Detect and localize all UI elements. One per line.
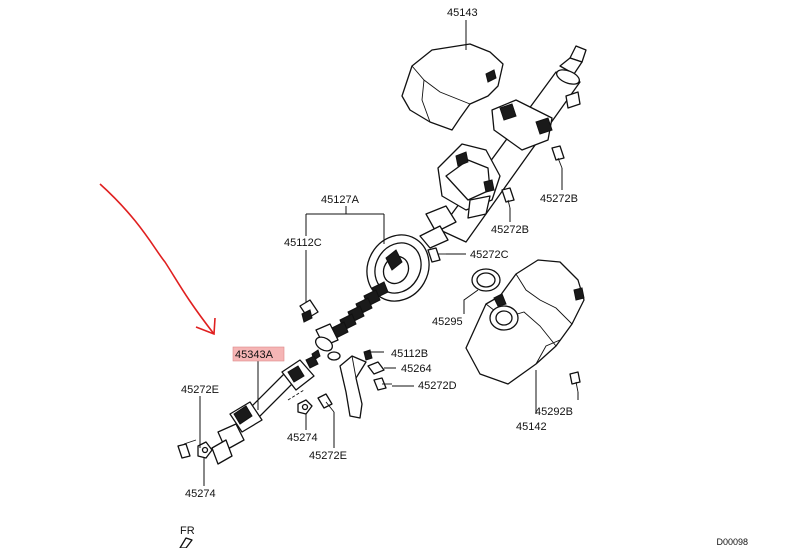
bolt-45272d <box>373 377 392 391</box>
label-45112b: 45112B <box>391 348 428 360</box>
lower-column-cover <box>465 259 585 385</box>
label-45272d: 45272D <box>418 380 457 392</box>
bolt-45272e-left <box>177 439 197 459</box>
clip-45112c <box>299 299 319 323</box>
upper-column-cover <box>401 43 504 131</box>
label-45274-left: 45274 <box>185 488 216 500</box>
label-45272b-top: 45272B <box>540 193 578 205</box>
centerline-1 <box>287 389 305 401</box>
label-45264: 45264 <box>401 363 432 375</box>
annotation-arrow <box>99 183 216 336</box>
label-45112c: 45112C <box>284 237 322 249</box>
front-direction-marker: FR <box>179 525 195 548</box>
leader-lines <box>199 20 579 486</box>
label-45272c: 45272C <box>470 249 509 261</box>
column-hole-cover-boot <box>314 234 430 352</box>
steering-shaft <box>419 45 587 249</box>
ring-45295 <box>471 268 501 292</box>
nut-45274-mid <box>297 399 313 415</box>
label-45272e-mid: 45272E <box>309 450 347 462</box>
nut-45274-left <box>197 441 213 459</box>
grommet <box>327 351 341 361</box>
bellows-ribs <box>331 281 389 339</box>
label-45272b-mid: 45272B <box>491 224 529 236</box>
screw-45292b <box>569 371 581 393</box>
bolt-45272b-top <box>551 145 565 169</box>
bracket-45112b <box>339 349 373 419</box>
label-45292b: 45292B <box>535 406 573 418</box>
label-45127a: 45127A <box>321 194 360 206</box>
label-45343a: 45343A <box>235 349 274 361</box>
bolt-45272b-mid <box>501 187 515 209</box>
bolt-45272e-mid <box>317 393 335 413</box>
label-fr: FR <box>180 525 195 537</box>
clip-45264 <box>367 361 385 375</box>
label-45143: 45143 <box>447 7 478 19</box>
bolt-45272c <box>427 247 446 263</box>
diagram-code: D00098 <box>716 537 748 547</box>
label-45274-mid: 45274 <box>287 432 318 444</box>
label-45295: 45295 <box>432 316 463 328</box>
highlight-45343a <box>232 346 285 362</box>
label-45272e-left: 45272E <box>181 384 219 396</box>
label-45142: 45142 <box>516 421 547 433</box>
